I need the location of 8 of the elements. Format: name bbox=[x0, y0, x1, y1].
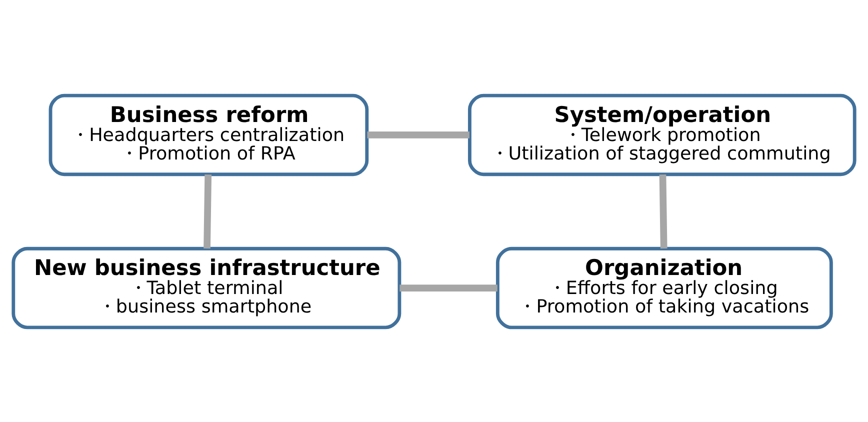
connector bbox=[367, 131, 470, 138]
node-box: System/operation ・Telework promotion ・Utilization of staggered commuting bbox=[468, 93, 856, 176]
node-box: Organization ・Efforts for early closing ・Promotion of taking vacations bbox=[496, 246, 833, 329]
connector bbox=[204, 174, 212, 248]
connector bbox=[659, 174, 668, 248]
connector bbox=[400, 284, 498, 291]
node-box: Business reform ・Headquarters centralization ・Promotion of RPA bbox=[48, 93, 369, 176]
node-box: New business infrastructure ・Tablet terminal ・business smartphone bbox=[12, 246, 402, 329]
